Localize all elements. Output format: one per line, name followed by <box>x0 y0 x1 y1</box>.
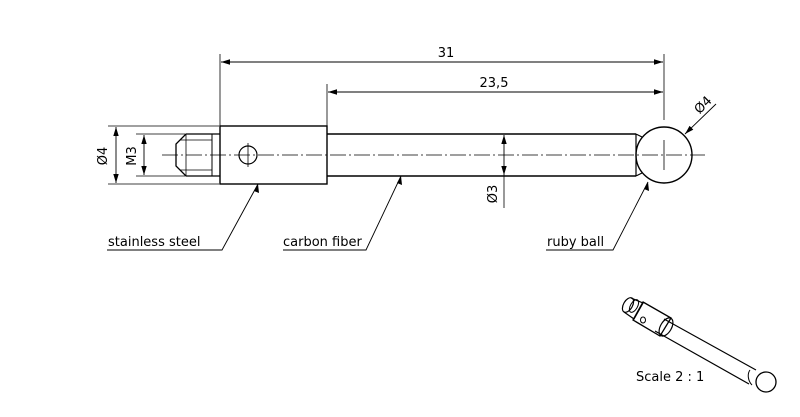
thread-value: M3 <box>125 146 140 166</box>
label-ruby-ball: ruby ball <box>547 235 604 250</box>
dimension-total-length: 31 <box>219 46 665 126</box>
carbon-fiber-shaft <box>327 133 643 177</box>
shaft-length-value: 23,5 <box>480 76 509 91</box>
threaded-end <box>175 133 220 177</box>
body-diameter-value: Ø4 <box>96 147 111 166</box>
shaft-diameter-value: Ø3 <box>486 185 501 204</box>
leader-ruby-ball: ruby ball <box>546 181 649 251</box>
ball-diameter-value: Ø4 <box>692 94 716 118</box>
label-stainless-steel: stainless steel <box>108 235 200 250</box>
dimension-shaft-diameter: Ø3 <box>486 135 507 208</box>
scale-note: Scale 2 : 1 <box>636 370 704 385</box>
dimension-ball-diameter: Ø4 <box>684 94 717 135</box>
dimension-shaft-length: 23,5 <box>326 76 663 126</box>
dimension-thread: M3 <box>125 133 185 177</box>
label-carbon-fiber: carbon fiber <box>283 235 362 250</box>
leader-stainless-steel: stainless steel <box>107 183 259 251</box>
stainless-steel-body <box>219 125 328 185</box>
isometric-view <box>621 297 777 393</box>
dimension-body-diameter: Ø4 <box>96 125 219 185</box>
ruby-ball <box>635 126 693 184</box>
total-length-value: 31 <box>438 46 455 61</box>
leader-carbon-fiber: carbon fiber <box>283 175 402 251</box>
